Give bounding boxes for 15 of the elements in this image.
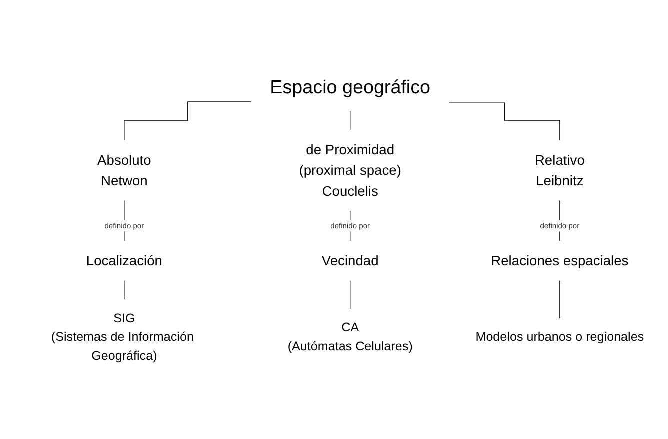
node-text: SIG (Sistemas de Información Geográfica) xyxy=(51,312,194,364)
connector xyxy=(124,102,252,141)
node-text: Modelos urbanos o regionales xyxy=(476,330,644,344)
node-text: Relaciones espaciales xyxy=(491,253,629,269)
connector xyxy=(350,280,351,310)
node-text: Espacio geográfico xyxy=(270,77,431,98)
node-text: de Proximidad (proximal space) Couclelis xyxy=(299,142,402,200)
node-text: Relativo Leibnitz xyxy=(534,152,585,189)
node-text: CA (Autómatas Celulares) xyxy=(288,320,413,354)
node-text: Localización xyxy=(86,253,162,269)
node-text: Vecindad xyxy=(322,253,379,269)
connector xyxy=(449,102,560,141)
connector xyxy=(124,280,125,300)
connector xyxy=(350,110,351,130)
node-text: Absoluto Netwon xyxy=(98,152,152,189)
